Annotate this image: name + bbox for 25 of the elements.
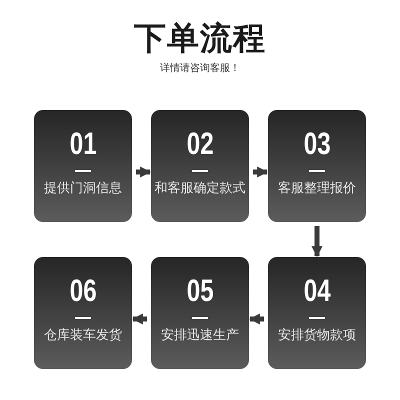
step-card [34,257,132,369]
step-card [34,110,132,222]
title: 下单流程 [134,19,266,58]
step-number: 01 [70,128,96,160]
arrow [248,314,264,324]
arrow [312,226,322,258]
step-card [268,257,366,369]
step-label: 客服整理报价 [278,180,356,196]
step-label: 仓库装车发货 [44,327,122,343]
step-number: 04 [304,275,330,307]
arrow [253,166,268,178]
step-card [151,257,249,369]
step-number: 02 [186,128,214,160]
step-number: 05 [186,275,214,307]
subtitle: 详情请咨询客服！ [160,63,240,75]
step-card [151,110,249,222]
step-label: 提供门洞信息 [44,180,122,196]
step-number: 03 [304,128,330,160]
arrow [132,314,147,324]
step-label: 安排迅速生产 [161,327,239,343]
step-card [268,110,366,222]
step-label: 和客服确定款式 [154,180,246,196]
step-number: 06 [70,275,96,307]
step-label: 安排货物款项 [278,327,356,343]
arrow [136,166,152,178]
